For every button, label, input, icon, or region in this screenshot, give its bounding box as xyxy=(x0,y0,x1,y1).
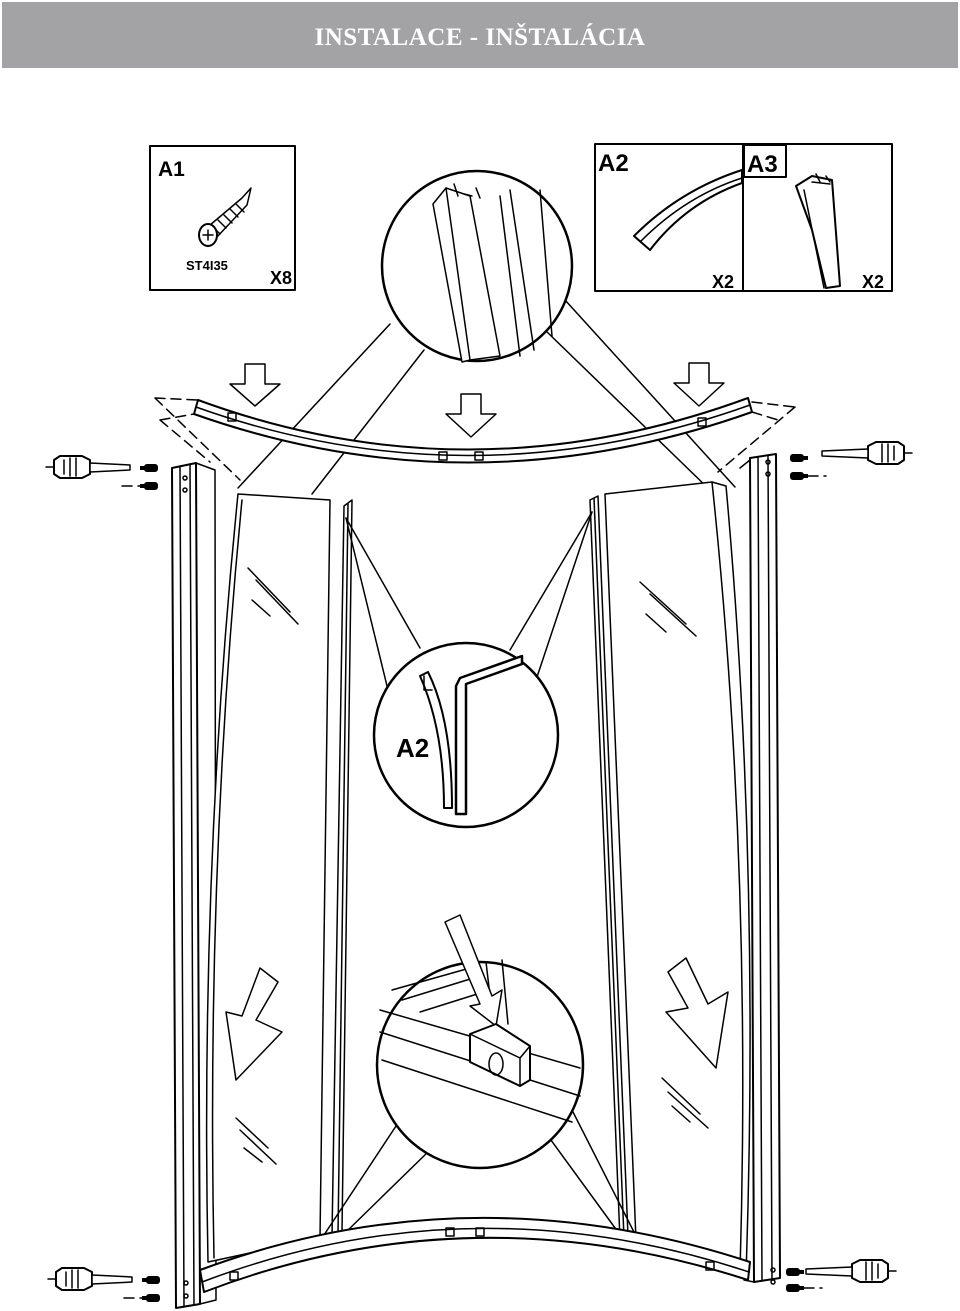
part-a2-quantity: X2 xyxy=(712,272,734,292)
arrow-down-icon xyxy=(665,957,729,1069)
middle-detail-callout: A2 xyxy=(345,511,593,829)
part-a1-label: A1 xyxy=(158,158,185,181)
screw-icon xyxy=(790,454,808,462)
screwdriver-icon xyxy=(45,455,131,479)
left-wall-profile xyxy=(171,462,217,1309)
screwdriver-icon xyxy=(47,1267,133,1291)
part-a1-quantity: X8 xyxy=(270,268,292,288)
arrow-down-icon xyxy=(229,363,281,407)
callout-seal-label: A2 xyxy=(396,733,429,763)
part-a2-label: A2 xyxy=(598,150,629,177)
screwdriver-icon xyxy=(805,1259,897,1283)
top-curved-rail xyxy=(154,397,796,481)
screwdriver-icon xyxy=(821,441,913,465)
part-a1-box: A1 ST4I35 X8 xyxy=(149,145,296,291)
part-a3-label: A3 xyxy=(747,151,778,178)
screw-icon xyxy=(786,1284,804,1292)
page-title: INSTALACE - INŠTALÁCIA xyxy=(314,24,646,51)
page-header: INSTALACE - INŠTALÁCIA xyxy=(2,2,958,68)
part-a1-code: ST4I35 xyxy=(186,258,228,273)
screw-icon xyxy=(142,1276,160,1284)
screw-icon xyxy=(140,464,158,472)
part-a2-a3-box: A2 A3 X2 X2 xyxy=(594,143,893,292)
right-wall-profile xyxy=(739,453,781,1285)
bottom-curved-rail xyxy=(199,1217,751,1293)
top-detail-callout xyxy=(237,169,736,495)
screw-icon xyxy=(140,482,158,490)
screw-icon xyxy=(142,1294,160,1302)
right-fixed-glass xyxy=(604,481,751,1277)
part-a3-quantity: X2 xyxy=(862,272,884,292)
arrow-down-icon xyxy=(225,967,283,1081)
arrow-down-icon xyxy=(445,393,497,438)
left-sliding-door xyxy=(331,499,353,1237)
bottom-detail-callout xyxy=(321,914,637,1239)
seal-a3-profile xyxy=(795,173,841,289)
seal-a2-profile xyxy=(633,169,743,251)
left-fixed-glass xyxy=(205,493,331,1263)
screw-guide-lines xyxy=(121,475,827,1299)
screw-icon xyxy=(198,187,252,247)
arrow-down-icon xyxy=(673,362,725,407)
screw-icon xyxy=(786,1268,804,1276)
screw-icon xyxy=(790,472,808,480)
